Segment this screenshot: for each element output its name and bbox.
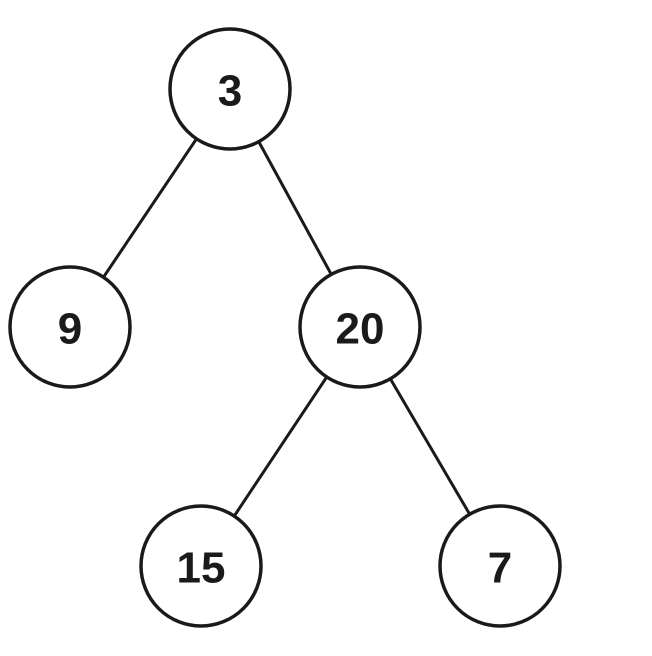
tree-node-circle bbox=[168, 27, 292, 151]
tree-node-left: 9 bbox=[8, 265, 132, 389]
tree-node-right-right: 7 bbox=[438, 504, 562, 628]
tree-node-circle bbox=[298, 265, 422, 389]
tree-node-label: 15 bbox=[177, 544, 226, 593]
tree-node-circle bbox=[438, 504, 562, 628]
tree-node-label: 9 bbox=[58, 305, 82, 354]
tree-node-circle bbox=[8, 265, 132, 389]
tree-node-label: 3 bbox=[218, 67, 242, 116]
tree-node-right-left: 15 bbox=[139, 504, 263, 628]
tree-node-circle bbox=[139, 504, 263, 628]
tree-node-label: 20 bbox=[336, 305, 385, 354]
tree-node-label: 7 bbox=[488, 544, 512, 593]
tree-node-root: 3 bbox=[168, 27, 292, 151]
tree-node-right: 20 bbox=[298, 265, 422, 389]
